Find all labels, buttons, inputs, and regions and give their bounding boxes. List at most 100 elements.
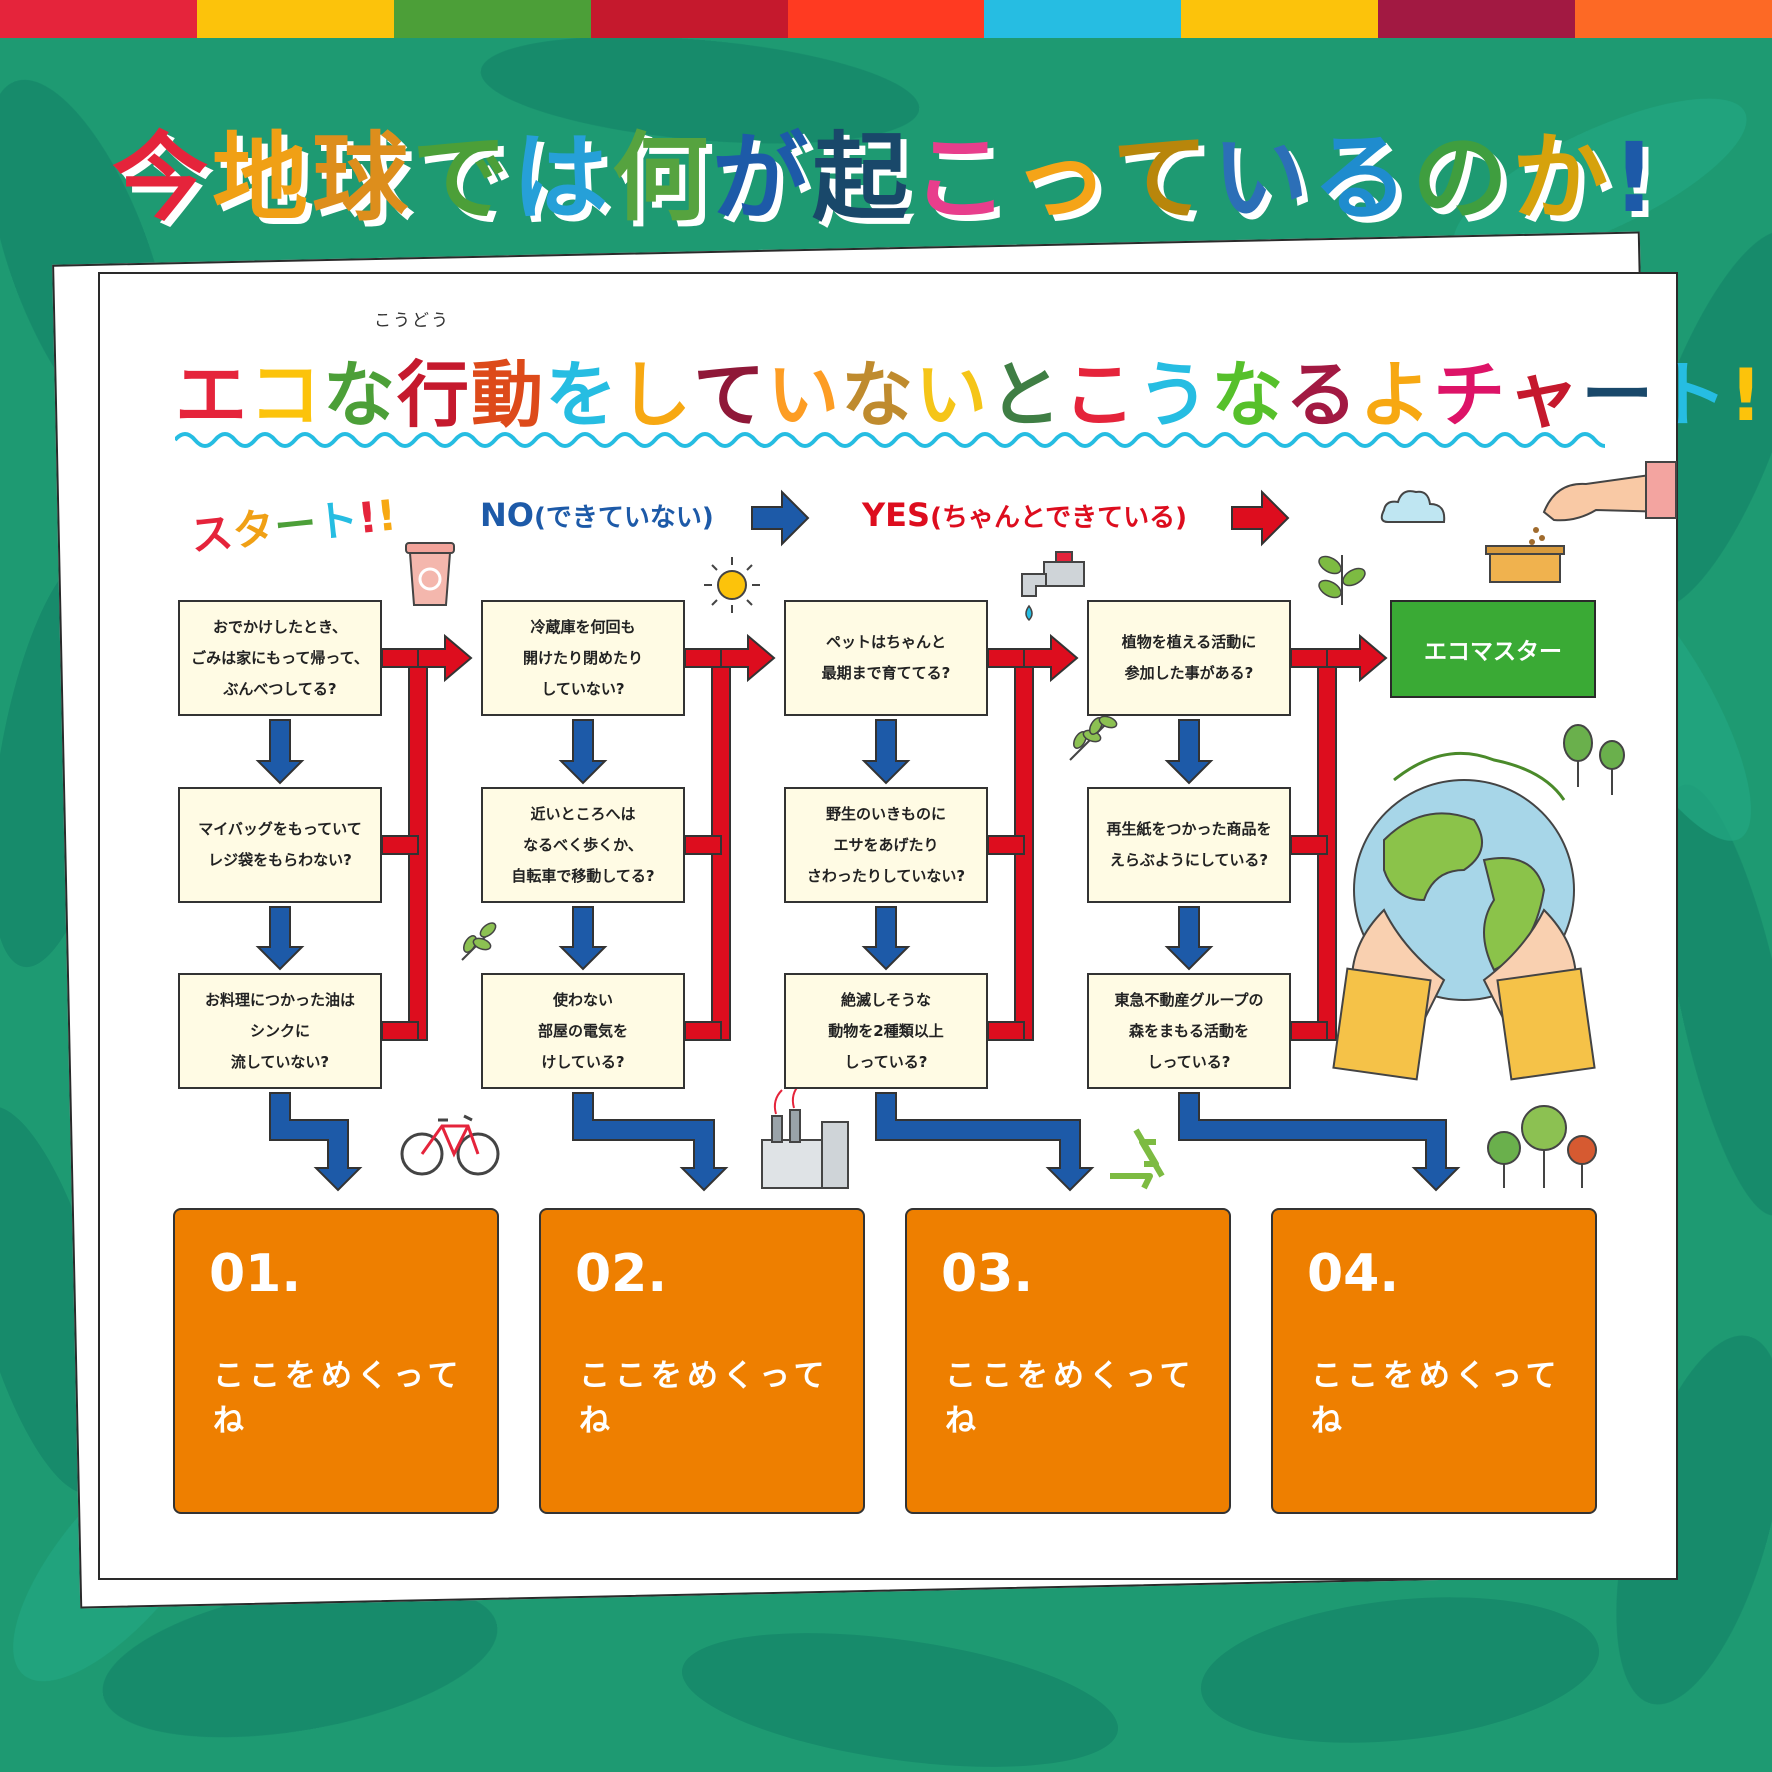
- yes-connector: [1290, 1021, 1328, 1041]
- question-line: けしている?: [541, 1052, 625, 1071]
- color-stripe-2: [393, 0, 591, 38]
- yes-connector: [381, 648, 419, 668]
- question-line: 近いところへは: [530, 804, 636, 823]
- page-title-char: こ: [912, 122, 1013, 234]
- color-stripe-6: [1181, 0, 1379, 38]
- page-title-char: は: [512, 122, 613, 234]
- wave-divider: [175, 432, 1605, 448]
- no-arrow: [861, 906, 911, 971]
- yes-arrow: [720, 633, 776, 683]
- page-title: 今地球では何が起こっているのか!: [0, 100, 1772, 239]
- chart-title-char: 行: [397, 353, 472, 437]
- result-number: 01.: [209, 1244, 302, 1304]
- result-panel-2[interactable]: 02. ここをめくってね: [539, 1208, 865, 1514]
- question-line: 再生紙をつかった商品を: [1106, 820, 1272, 838]
- question-box-4: 冷蔵庫を何回も開けたり閉めたりしていない?: [481, 600, 685, 716]
- chart-title-char: コ: [249, 353, 324, 437]
- page-title-char: が: [712, 122, 813, 234]
- planting-hand-icon: [1485, 461, 1677, 583]
- chart-title-char: な: [1211, 353, 1286, 437]
- question-box-11: 再生紙をつかった商品をえらぶようにしている?: [1087, 787, 1291, 903]
- chart-title-char: る: [1285, 353, 1360, 437]
- legend-yes: YES(ちゃんとできている): [862, 496, 1187, 534]
- question-line: ごみは家にもって帰って、: [191, 648, 369, 667]
- cloud-icon: [1380, 490, 1446, 523]
- color-stripe-0: [0, 0, 197, 38]
- color-stripe-5: [984, 0, 1182, 38]
- chart-title-char: い: [915, 353, 990, 437]
- result-panel-4[interactable]: 04.ここをめくってね: [1271, 1208, 1597, 1514]
- result-number: 03.: [941, 1244, 1034, 1304]
- question-box-3: お料理につかった油はシンクに流していない?: [178, 973, 382, 1089]
- page-title-char: 球: [312, 122, 413, 234]
- chart-title-char: て: [693, 353, 768, 437]
- chart-title: エコな行動をしていないとこうなるよチャート!: [175, 336, 1762, 441]
- question-line: 東急不動産グループの: [1114, 990, 1264, 1009]
- question-line: 絶滅しそうな: [840, 990, 931, 1009]
- yes-arrow: [417, 633, 473, 683]
- result-flip-text: ここをめくってね: [579, 1358, 830, 1439]
- chart-title-char: な: [841, 353, 916, 437]
- question-line: 野生のいきものに: [825, 804, 946, 823]
- result-flip-text: ここをめくってね: [213, 1358, 464, 1439]
- question-box-2: マイバッグをもっていてレジ袋をもらわない?: [178, 787, 382, 903]
- color-stripe-4: [787, 0, 985, 38]
- no-arrow: [558, 906, 608, 971]
- question-line: おでかけしたとき、: [213, 617, 347, 636]
- question-line: 自転車で移動してる?: [511, 866, 655, 885]
- result-panel-3[interactable]: 03. ここをめくってね: [905, 1208, 1231, 1514]
- yes-connector: [987, 1021, 1025, 1041]
- recycle-icon: [1110, 1128, 1165, 1190]
- page-title-char: る: [1312, 122, 1413, 234]
- page-title-char: っ: [1012, 122, 1113, 234]
- chart-title-char: チ: [1433, 353, 1508, 437]
- leaf-branch-icon: [1069, 715, 1118, 761]
- question-line: しっている?: [844, 1052, 928, 1071]
- legend-no-sub: (できていない): [533, 503, 714, 533]
- result-panel-1[interactable]: 01. ここをめくってね: [173, 1208, 499, 1514]
- question-line: レジ袋をもらわない?: [208, 851, 352, 869]
- yes-connector: [684, 648, 722, 668]
- question-line: 植物を植える活動に: [1121, 633, 1257, 651]
- question-box-1: おでかけしたとき、ごみは家にもって帰って、ぶんべつしてる?: [178, 600, 382, 716]
- question-line: 動物を2種類以上: [828, 1021, 944, 1040]
- trees-icon: [1563, 724, 1625, 795]
- color-stripe-3: [590, 0, 788, 38]
- page-title-char: !: [1612, 122, 1660, 234]
- page-title-char: 地: [212, 122, 313, 234]
- result-number: 02.: [575, 1244, 668, 1304]
- legend-yes-arrow: [1231, 489, 1290, 547]
- title-ruby: こうどう: [374, 311, 450, 331]
- question-line: えらぶようにしている?: [1109, 851, 1269, 869]
- page-title-char: か: [1512, 122, 1613, 234]
- question-box-8: 野生のいきものにエサをあげたりさわったりしていない?: [784, 787, 988, 903]
- question-line: さわったりしていない?: [806, 866, 966, 885]
- yes-connector: [684, 1021, 722, 1041]
- question-line: していない?: [541, 679, 625, 698]
- no-arrow: [861, 719, 911, 785]
- eco-master-goal: エコマスター: [1390, 600, 1596, 698]
- question-box-9: 絶滅しそうな動物を2種類以上しっている?: [784, 973, 988, 1089]
- trash-can-icon: [405, 542, 455, 606]
- no-arrow-to-result: [572, 1092, 729, 1192]
- legend-yes-label: YES: [862, 496, 931, 534]
- result-flip-text: ここをめくってね: [945, 1358, 1196, 1439]
- color-stripe-bar: [0, 0, 1772, 38]
- question-line: 森をまもる活動を: [1128, 1021, 1249, 1040]
- result-flip-text: ここをめくってね: [1311, 1358, 1562, 1439]
- page-title-char: で: [412, 122, 513, 234]
- no-arrow: [255, 906, 305, 971]
- factory-icon: [761, 1083, 849, 1189]
- question-line: 冷蔵庫を何回も: [530, 617, 636, 636]
- question-box-12: 東急不動産グループの森をまもる活動をしっている?: [1087, 973, 1291, 1089]
- chart-title-char: 動: [471, 353, 546, 437]
- no-arrow: [1164, 906, 1214, 971]
- yes-connector: [381, 1021, 419, 1041]
- leaf-sprig-icon: [461, 922, 497, 961]
- chart-title-char: を: [545, 353, 620, 437]
- question-line: ぶんべつしてる?: [223, 679, 337, 698]
- chart-title-char: う: [1137, 353, 1212, 437]
- yes-arrow: [1023, 633, 1079, 683]
- yes-connector: [684, 835, 722, 855]
